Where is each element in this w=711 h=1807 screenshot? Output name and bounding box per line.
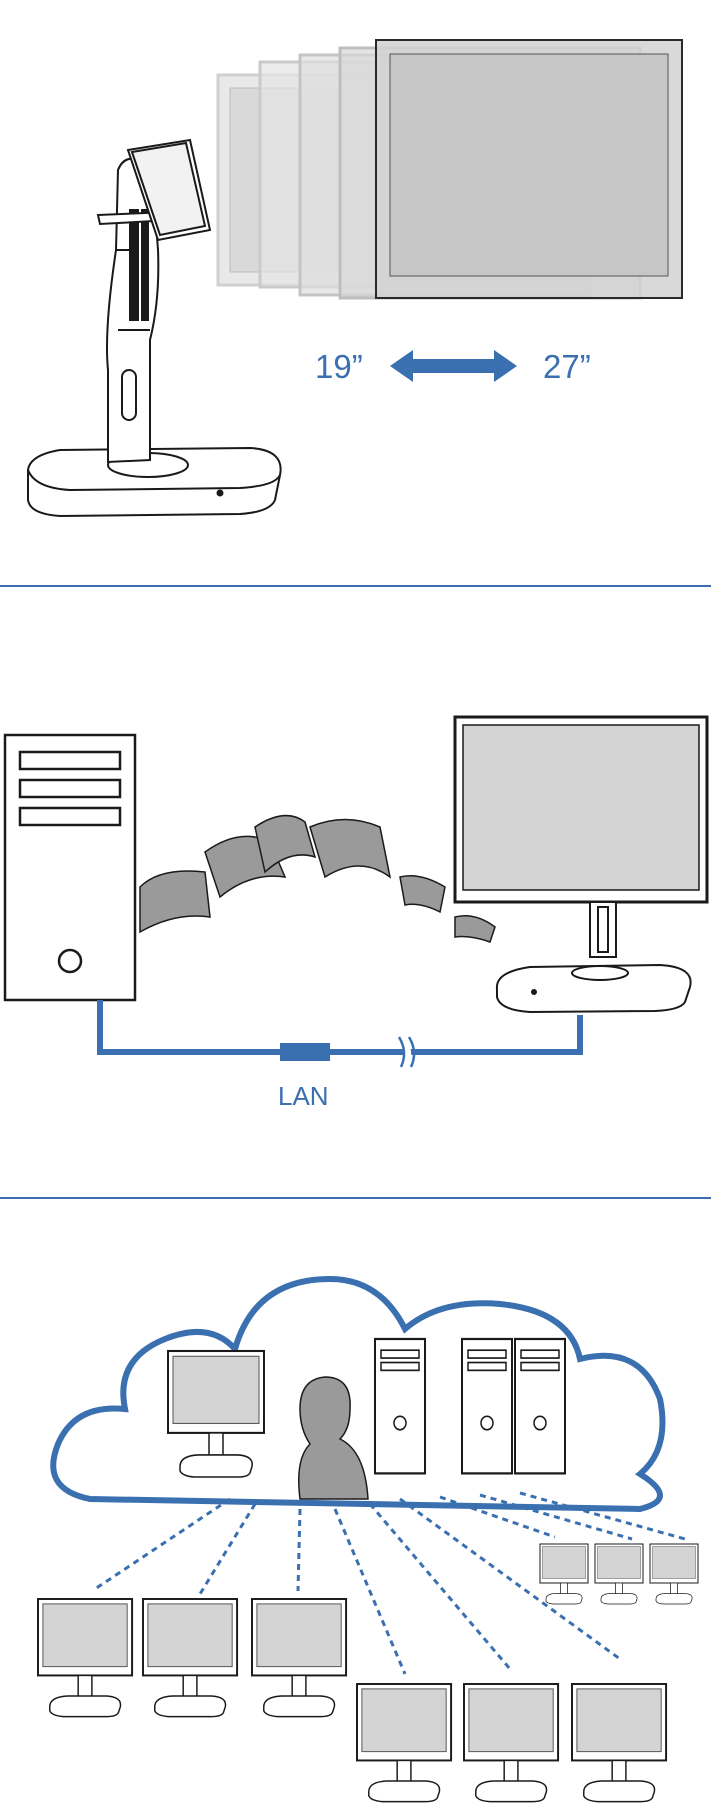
section-divider-2 [0,1197,711,1199]
size-min-label: 19” [315,348,363,385]
double-arrow-icon [390,350,517,382]
data-transfer-graphic [139,814,496,943]
cloud-panel [0,1199,711,1807]
client-monitors-mid [37,1598,348,1718]
cloud-illustration [37,1275,699,1803]
client-monitors-front [356,1683,668,1803]
lan-label: LAN [278,1081,329,1111]
monitor-size-range-graphic [216,39,683,300]
person-icon [298,1376,369,1500]
monitor-graphic [453,715,709,1014]
mount-stand-graphic [27,138,282,518]
computer-tower-graphic [3,733,137,1002]
server-towers-graphic [373,1337,567,1475]
client-monitors-small [539,1543,699,1605]
lan-panel: LAN [0,587,711,1197]
network-links-graphic [94,1491,686,1675]
mount-illustration: 19” 27” [27,39,683,518]
size-max-label: 27” [543,348,591,385]
section-divider-1 [0,585,711,587]
lan-illustration: LAN [3,715,709,1111]
mount-panel: 19” 27” [0,0,711,585]
lan-cable-graphic [97,1000,583,1069]
